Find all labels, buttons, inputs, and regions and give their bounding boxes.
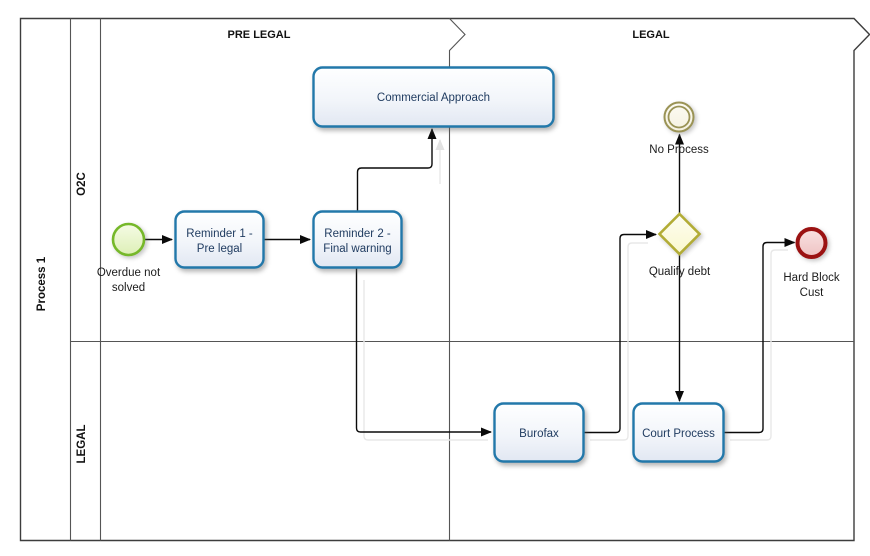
pool-process-1: Process 1 O2C LEGAL PRE LEGAL LEGAL [19, 17, 870, 542]
flow-reminder2-to-burofax[interactable] [355, 268, 492, 437]
end-event-hard-block-label-line1: Hard Block [783, 272, 839, 284]
task-court-process[interactable]: Court Process [632, 402, 725, 463]
ghost-traces [363, 139, 788, 441]
phase-pre-legal-label: PRE LEGAL [228, 29, 291, 41]
task-reminder-1-label-line2: Pre legal [197, 243, 242, 255]
start-event-label-line1: Overdue not [97, 267, 161, 279]
pool-title: Process 1 [36, 256, 48, 311]
flow-burofax-to-qualify[interactable] [584, 230, 657, 434]
task-reminder-2-label-line1: Reminder 2 - [324, 228, 391, 240]
end-event-no-process[interactable] [663, 101, 695, 133]
flow-reminder2-to-commercial[interactable] [356, 128, 437, 211]
lane-legal-label: LEGAL [76, 425, 88, 464]
no-process-inner-ring [667, 105, 691, 129]
sequence-flows [145, 128, 796, 437]
gateway-qualify-debt-label: Qualify debt [649, 266, 711, 278]
start-event-label-line2: solved [112, 282, 145, 294]
task-commercial-approach-label: Commercial Approach [377, 92, 490, 104]
gateway-qualify-debt[interactable] [657, 212, 702, 256]
task-burofax-label: Burofax [519, 428, 559, 440]
end-event-no-process-label: No Process [649, 144, 709, 156]
task-reminder-2-label-line2: Final warning [323, 243, 391, 255]
phase-legal-label: LEGAL [632, 29, 670, 41]
start-event-overdue[interactable] [111, 222, 146, 257]
task-burofax[interactable]: Burofax [493, 402, 585, 463]
task-reminder-1-label-line1: Reminder 1 - [186, 228, 253, 240]
task-reminder-1[interactable]: Reminder 1 - Pre legal [174, 210, 265, 269]
end-event-hard-block[interactable] [795, 227, 828, 259]
task-commercial-approach[interactable]: Commercial Approach [312, 66, 555, 128]
end-event-hard-block-label-line2: Cust [800, 287, 824, 299]
flow-court-to-hardblock[interactable] [724, 238, 796, 434]
phase-divider-chevron [448, 18, 466, 541]
task-reminder-2[interactable]: Reminder 2 - Final warning [312, 210, 403, 269]
lane-o2c-label: O2C [76, 172, 88, 196]
task-court-process-label: Court Process [642, 428, 715, 440]
pool-border [19, 17, 870, 542]
